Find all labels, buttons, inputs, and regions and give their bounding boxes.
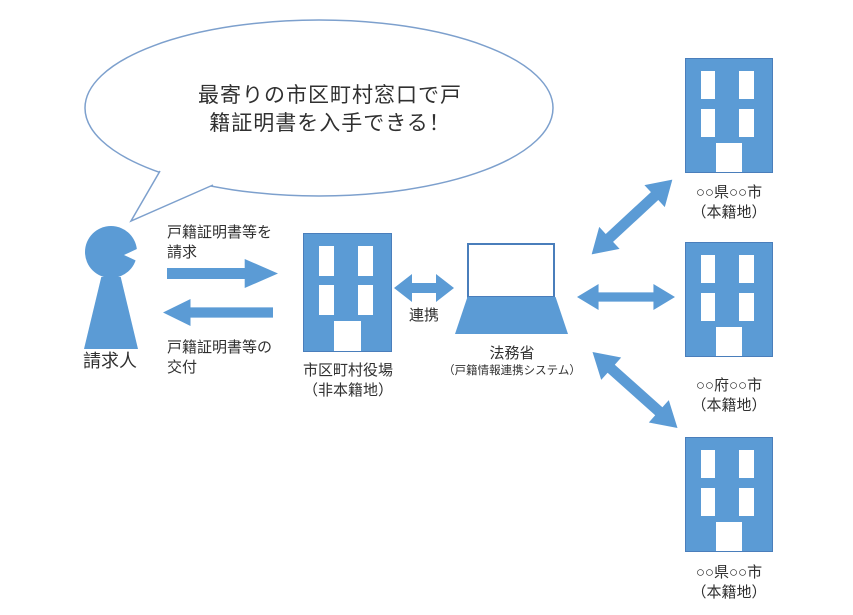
municipal-office-label: 市区町村役場 （非本籍地）	[288, 361, 408, 401]
moj-label-line2: （戸籍情報連携システム）	[443, 364, 581, 377]
building-window	[318, 246, 334, 276]
requester-label: 請求人	[83, 351, 137, 371]
building-window	[739, 254, 754, 284]
speech-bubble-tail-mask	[131, 171, 213, 221]
building-window	[700, 108, 716, 137]
issue-arrow-icon	[163, 299, 273, 326]
link-arrow-horizontal-icon	[577, 284, 675, 310]
moj-label: 法務省 （戸籍情報連携システム）	[437, 344, 587, 379]
honseki-label-middle-line2: （本籍地）	[691, 396, 767, 414]
building-window	[700, 254, 716, 284]
honseki-label-bottom: ○○県○○市 （本籍地）	[669, 563, 789, 603]
building-window	[739, 449, 754, 479]
speech-bubble-text: 最寄りの市区町村窓口で戸 籍証明書を入手できる！	[140, 82, 520, 138]
building-door	[716, 521, 742, 551]
building-window	[700, 292, 716, 321]
request-arrow-label-line1: 戸籍証明書等を	[167, 224, 273, 241]
request-arrow-icon	[167, 259, 278, 288]
honseki-building-icon-bottom	[685, 437, 773, 552]
building-door	[716, 326, 742, 356]
honseki-building-icon-middle	[685, 242, 773, 357]
building-window	[357, 246, 373, 276]
linkage-label: 連携	[408, 307, 439, 324]
speech-bubble-tail	[131, 171, 213, 221]
municipal-office-label-line1: 市区町村役場	[302, 362, 393, 379]
building-door	[334, 320, 361, 351]
issue-arrow-label-line2: 交付	[167, 358, 198, 376]
building-window	[700, 487, 716, 516]
issue-arrow-label-line1: 戸籍証明書等の	[167, 339, 273, 356]
building-window	[318, 285, 334, 315]
honseki-label-middle: ○○府○○市 （本籍地）	[669, 376, 789, 416]
building-door	[716, 142, 742, 172]
honseki-label-top-line1: ○○県○○市	[695, 184, 763, 201]
moj-label-line1: 法務省	[489, 345, 535, 362]
building-window	[700, 70, 716, 100]
building-window	[739, 487, 754, 516]
building-window	[739, 108, 754, 137]
person-body	[84, 277, 138, 349]
municipal-office-label-line2: （非本籍地）	[302, 381, 393, 399]
building-window	[739, 292, 754, 321]
speech-bubble-line1: 最寄りの市区町村窓口で戸	[198, 84, 462, 107]
person-icon	[85, 226, 137, 278]
link-arrow-up-icon	[581, 169, 682, 266]
building-window	[357, 285, 373, 315]
honseki-label-middle-line1: ○○府○○市	[695, 377, 763, 394]
building-window	[739, 70, 754, 100]
issue-arrow-label: 戸籍証明書等の 交付	[167, 338, 272, 378]
honseki-label-bottom-line1: ○○県○○市	[695, 564, 763, 581]
laptop-screen-icon	[467, 243, 555, 298]
honseki-label-top-line2: （本籍地）	[691, 203, 767, 221]
honseki-label-bottom-line2: （本籍地）	[691, 583, 767, 601]
honseki-label-top: ○○県○○市 （本籍地）	[669, 183, 789, 223]
laptop-keyboard-icon	[455, 297, 568, 334]
municipal-office-building-icon	[303, 233, 392, 352]
speech-bubble-line2: 籍証明書を入手できる！	[209, 112, 451, 135]
linkage-double-arrow-icon	[394, 274, 454, 302]
request-arrow-label: 戸籍証明書等を 請求	[167, 223, 272, 263]
request-arrow-label-line2: 請求	[167, 243, 198, 261]
speech-bubble-tail-outline	[129, 170, 214, 223]
building-window	[700, 449, 716, 479]
honseki-building-icon-top	[685, 58, 773, 173]
